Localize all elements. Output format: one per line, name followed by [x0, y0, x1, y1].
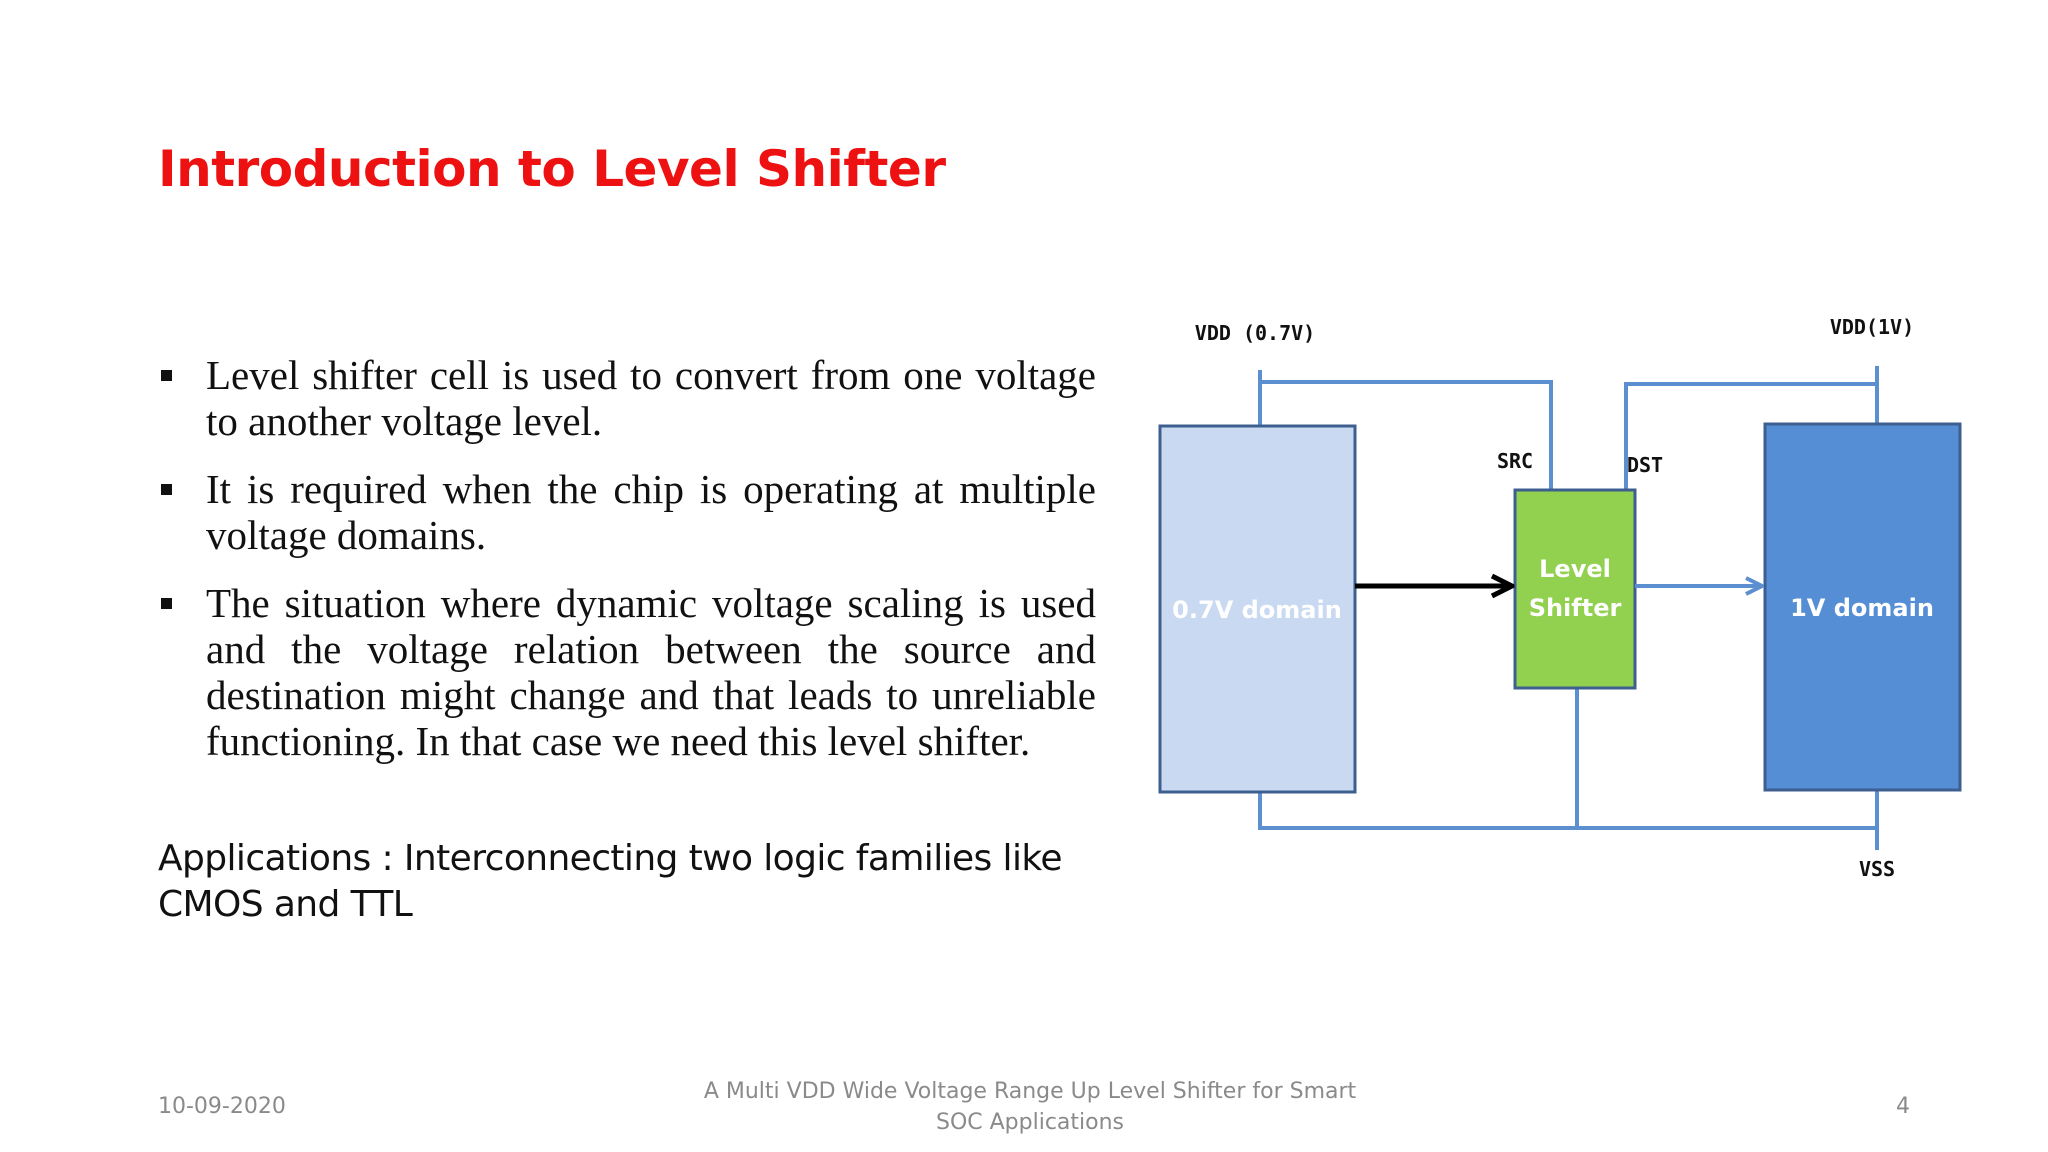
- vdd-high-wire: [1624, 366, 1879, 490]
- applications-text: Applications : Interconnecting two logic…: [158, 838, 1062, 925]
- page-number: 4: [1896, 1094, 1910, 1119]
- vdd-low-label: VDD (0.7V): [1195, 321, 1315, 345]
- footer-title: A Multi VDD Wide Voltage Range Up Level …: [703, 1079, 1357, 1135]
- vdd-low-wire: [1258, 370, 1553, 490]
- square-bullet-icon: [161, 370, 172, 381]
- bullet-text: It is required when the chip is operatin…: [206, 466, 1096, 558]
- vdd-high-label: VDD(1V): [1830, 315, 1914, 339]
- bullet-item: Level shifter cell is used to convert fr…: [158, 352, 1096, 444]
- src-label: SRC: [1497, 449, 1533, 473]
- footer-date: 10-09-2020: [158, 1094, 286, 1119]
- high-domain-label: 1V domain: [1790, 594, 1934, 622]
- level-shifter-label-line1: Level: [1539, 555, 1611, 583]
- vss-wire: [1258, 792, 1877, 830]
- diagram-svg: 0.7V domain Level Shifter 1V domain VDD …: [1158, 315, 1962, 881]
- bullet-item: The situation where dynamic voltage scal…: [158, 580, 1096, 764]
- square-bullet-icon: [161, 484, 172, 495]
- bullet-text: The situation where dynamic voltage scal…: [206, 580, 1096, 764]
- bullet-text: Level shifter cell is used to convert fr…: [206, 352, 1096, 444]
- bullet-item: It is required when the chip is operatin…: [158, 466, 1096, 558]
- square-bullet-icon: [161, 598, 172, 609]
- slide-title: Introduction to Level Shifter: [158, 140, 946, 198]
- bullet-list: Level shifter cell is used to convert fr…: [158, 352, 1096, 786]
- level-shifter-box: [1513, 488, 1637, 690]
- dst-label: DST: [1627, 453, 1663, 477]
- low-domain-label: 0.7V domain: [1172, 596, 1342, 624]
- high-domain-box: [1763, 422, 1962, 792]
- low-domain-box: [1158, 424, 1357, 794]
- vss-label: VSS: [1859, 857, 1895, 881]
- level-shifter-label-line2: Shifter: [1529, 594, 1622, 622]
- level-shifter-diagram: 0.7V domain Level Shifter 1V domain VDD …: [1150, 300, 1970, 900]
